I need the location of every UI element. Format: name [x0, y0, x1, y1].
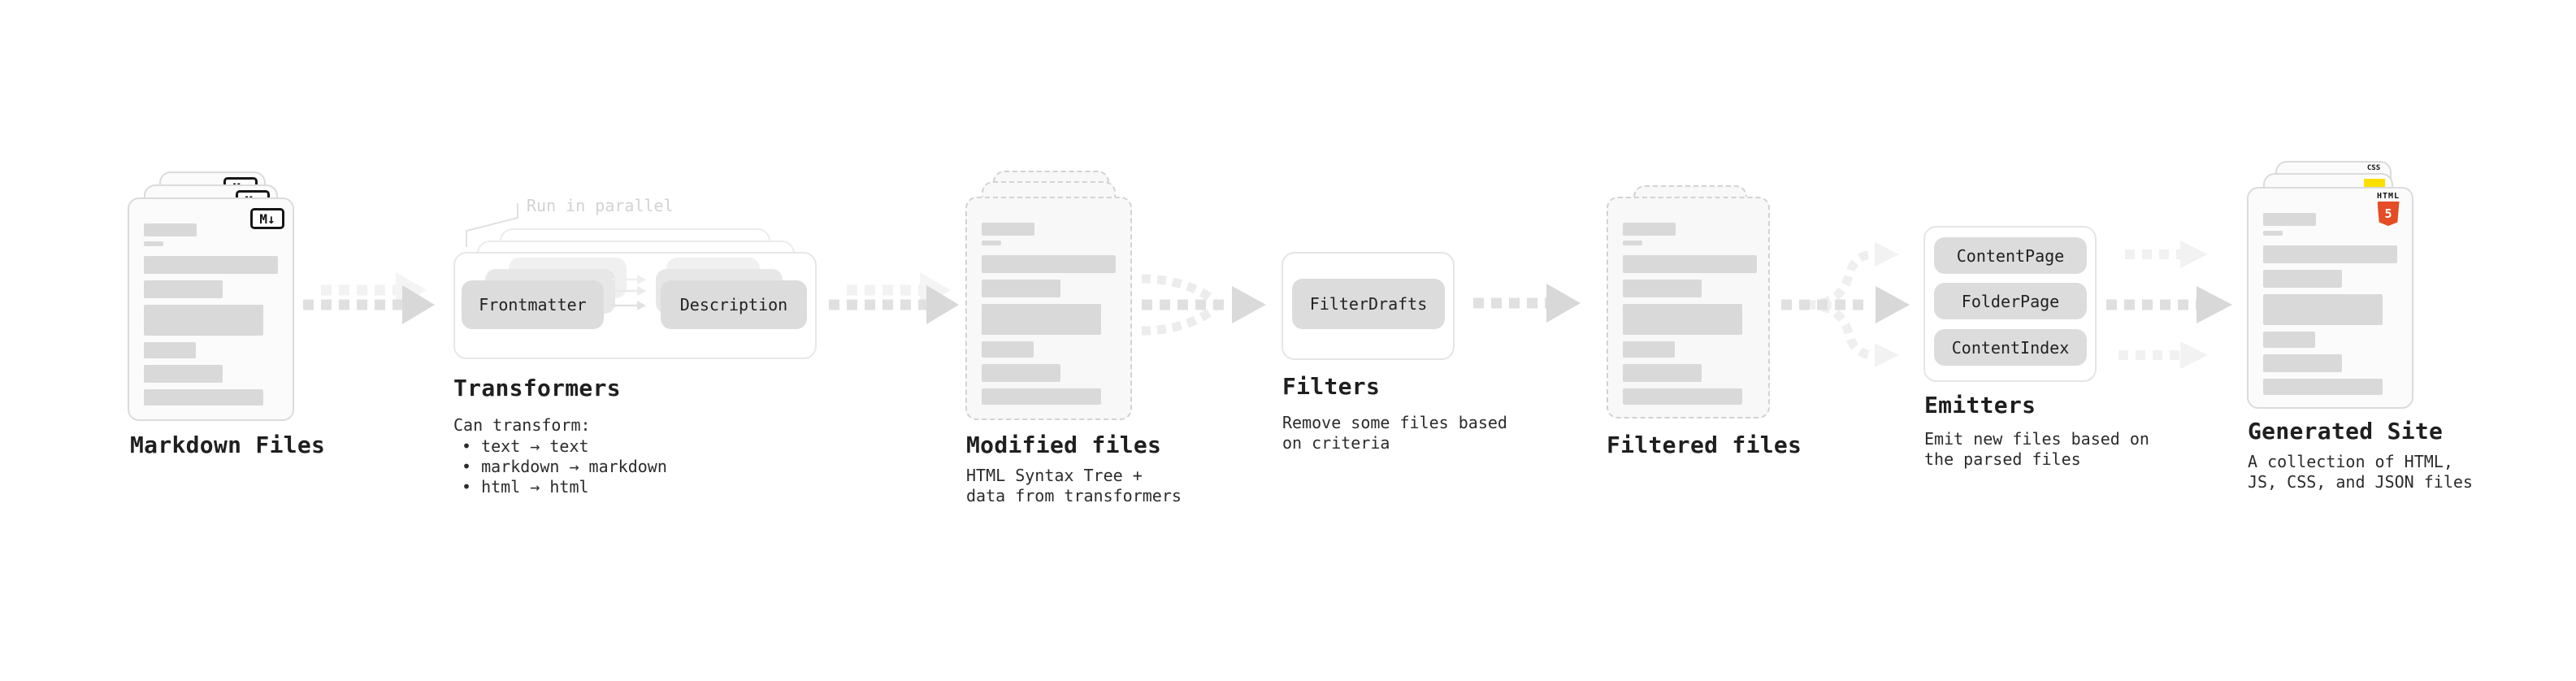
contentpage-pill-label: ContentPage — [1956, 245, 2065, 266]
markdown-icon: M↓ — [250, 208, 284, 229]
content-bar — [144, 280, 223, 298]
content-bar — [1623, 255, 1757, 273]
generated-site-desc: A collection of HTML, — [2248, 452, 2453, 471]
content-bar — [1623, 241, 1642, 245]
annotation-connector-line — [466, 203, 518, 247]
generated-site-desc: JS, CSS, and JSON files — [2248, 472, 2473, 492]
modified-files-desc: HTML Syntax Tree + — [966, 466, 1143, 485]
content-bar — [2263, 270, 2342, 288]
contentpage-pill: ContentPage — [1934, 237, 2087, 274]
transformers-bullet: • html → html — [462, 477, 589, 497]
fanout-arrow-filtered-to-emitters — [1781, 242, 1910, 367]
content-bar — [982, 388, 1101, 405]
stage-label-generated-site: Generated Site — [2248, 418, 2444, 445]
content-bar — [2263, 245, 2397, 263]
filterdrafts-pill-label: FilterDrafts — [1309, 294, 1428, 314]
content-bar — [144, 342, 196, 358]
content-bar — [144, 365, 223, 383]
content-bar — [982, 223, 1034, 236]
run-in-parallel-annotation: Run in parallel — [527, 196, 674, 215]
html5-icon-shield: 5 — [2377, 202, 2400, 226]
content-bar — [982, 364, 1060, 382]
flow-arrow-transformers-to-modified — [829, 272, 959, 324]
frontmatter-pill-label: Frontmatter — [479, 295, 587, 314]
stage-label-filters: Filters — [1282, 373, 1381, 400]
emitters-desc: Emit new files based on — [1924, 429, 2149, 449]
stage-label-markdown-files: Markdown Files — [130, 432, 326, 458]
filters-desc: on criteria — [1282, 433, 1390, 453]
content-bar — [144, 241, 163, 246]
merge-arrow-modified-to-filters — [1141, 274, 1266, 336]
triple-arrow-emitters-to-site — [2106, 241, 2232, 369]
frontmatter-pill: Frontmatter — [462, 280, 604, 329]
content-bar — [2263, 354, 2342, 372]
content-bar — [982, 255, 1116, 273]
stage-label-filtered-files: Filtered files — [1607, 432, 1802, 458]
css-icon-label: CSS — [2366, 164, 2381, 172]
content-bar — [982, 241, 1001, 245]
content-bar — [1623, 388, 1742, 405]
transformers-bullet: • text → text — [462, 436, 589, 456]
content-bar — [2263, 332, 2315, 348]
content-bar — [1623, 280, 1702, 297]
content-bar — [982, 341, 1034, 358]
content-bar — [144, 223, 197, 236]
stage-label-modified-files: Modified files — [966, 432, 1162, 458]
file-card-front: HTML 5 — [2247, 187, 2413, 409]
content-bar — [144, 256, 278, 274]
contentindex-pill-label: ContentIndex — [1951, 337, 2070, 358]
filters-desc: Remove some files based — [1282, 413, 1507, 432]
transformers-desc-title: Can transform: — [453, 415, 591, 435]
file-card-front — [1607, 197, 1770, 419]
content-bar — [2263, 379, 2383, 395]
folderpage-pill-label: FolderPage — [1961, 291, 2060, 311]
content-bar — [1623, 304, 1742, 335]
content-bar — [2263, 213, 2316, 226]
modified-files-desc: data from transformers — [966, 486, 1182, 505]
description-pill-label: Description — [679, 295, 788, 314]
contentindex-pill: ContentIndex — [1934, 329, 2087, 366]
content-bar — [1623, 364, 1702, 382]
parallel-mini-arrows — [611, 275, 646, 310]
html5-icon-word: HTML — [2376, 192, 2400, 201]
content-bar — [144, 389, 263, 406]
file-card-front — [965, 197, 1132, 420]
filterdrafts-pill: FilterDrafts — [1292, 279, 1445, 329]
transformers-bullet: • markdown → markdown — [462, 457, 667, 476]
file-card-front: M↓ — [128, 197, 294, 421]
folderpage-pill: FolderPage — [1934, 283, 2087, 319]
js-icon — [2364, 179, 2385, 189]
html5-icon-number: 5 — [2384, 206, 2392, 221]
flow-arrow-filters-to-filtered — [1473, 284, 1581, 323]
content-bar — [2263, 294, 2383, 325]
stage-label-transformers: Transformers — [453, 375, 621, 401]
flow-arrow-markdown-to-transformers — [303, 272, 435, 324]
description-pill: Description — [661, 280, 807, 329]
content-bar — [982, 304, 1101, 335]
html5-icon: HTML 5 — [2374, 193, 2402, 226]
content-bar — [1623, 223, 1676, 236]
content-bar — [1623, 341, 1675, 358]
stage-label-emitters: Emitters — [1924, 392, 2036, 419]
markdown-icon-glyph: M↓ — [259, 210, 275, 227]
content-bar — [982, 280, 1060, 297]
content-bar — [144, 305, 263, 336]
emitters-desc: the parsed files — [1924, 449, 2081, 469]
content-bar — [2263, 231, 2283, 236]
